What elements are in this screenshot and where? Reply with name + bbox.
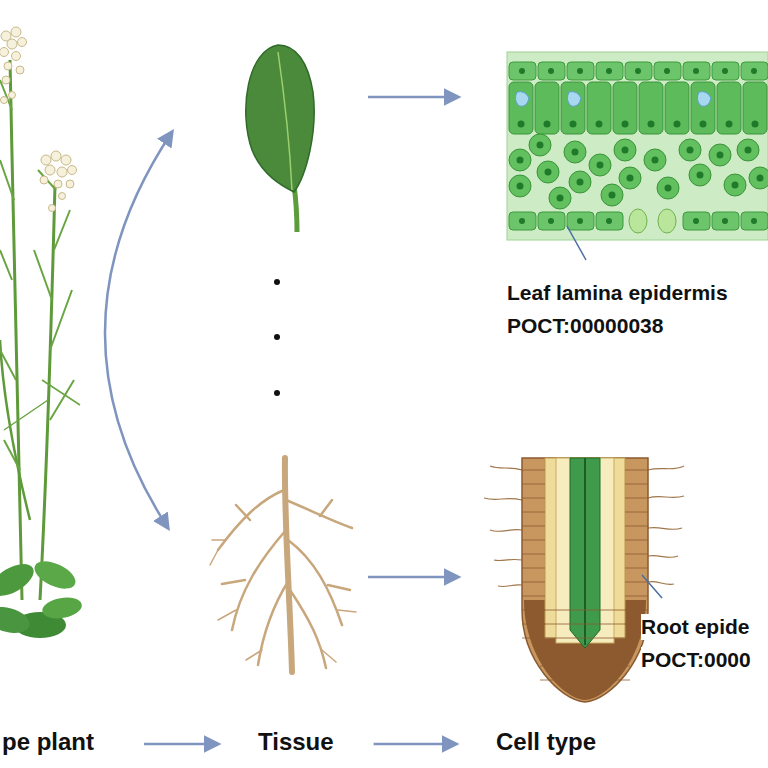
stage-node: Cell type [456,727,596,757]
ellipsis-dots [274,279,280,396]
plant-illustration [0,27,83,638]
stage-label: Tissue [258,727,334,757]
cell-type-label: Leaf lamina epidermis [507,280,728,306]
flow-arrow [374,743,456,746]
stage-label: Cell type [496,727,596,757]
cell-type-label: POCT:0000 [641,647,751,673]
stage-node: Tissue [218,727,374,757]
stage-label: pe plant [2,727,94,757]
cell-type-label: POCT:00000038 [507,313,663,339]
leaf-section-illustration [507,52,768,260]
branch-arrow [105,132,172,528]
flow-arrow [144,743,218,746]
arrow [368,576,458,579]
leaf-illustration [246,45,314,232]
root-illustration [210,458,356,672]
arrow [368,96,458,99]
stage-node: pe plant [2,727,144,757]
cell-type-label: Root epide [641,614,750,640]
